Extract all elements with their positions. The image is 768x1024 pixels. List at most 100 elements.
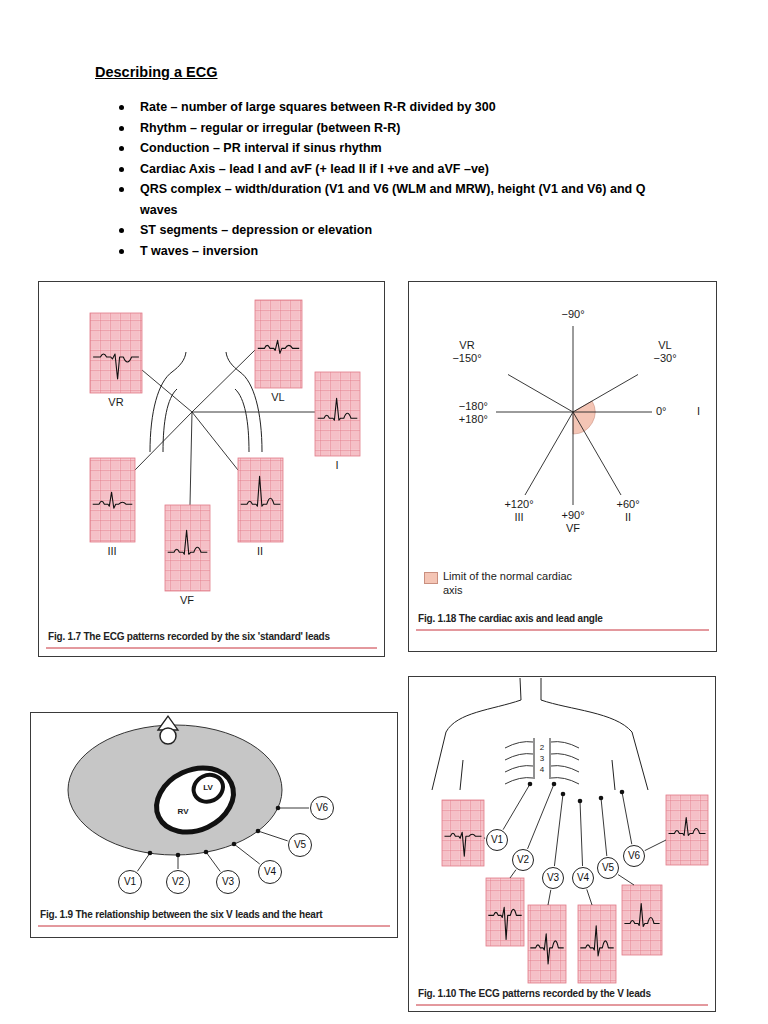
torso-outline [432, 700, 521, 790]
bullet-text: ST segments – depression or elevation [140, 223, 372, 237]
lead-name: V1 [124, 877, 136, 887]
figure-caption: Fig. 1.18 The cardiac axis and lead angl… [418, 613, 603, 626]
ecg-strip [90, 313, 142, 393]
caption-rule [46, 648, 377, 649]
ecg-strip [90, 458, 135, 542]
lead-name: II [625, 511, 631, 524]
bullet-item: Conduction – PR interval if sinus rhythm [115, 138, 685, 159]
angle-label: −150° [452, 352, 481, 365]
bullet-dot [119, 249, 124, 254]
electrode-dot [528, 782, 533, 787]
ecg-trace [168, 530, 208, 554]
lead-circle: V1 [118, 870, 142, 894]
axis-ray [525, 412, 573, 495]
figure-caption: Fig. 1.9 The relationship between the si… [40, 909, 322, 922]
ecg-trace [530, 934, 563, 964]
bullet-dot [119, 105, 124, 110]
lead-name: V3 [222, 877, 234, 887]
axis-ray [508, 375, 573, 413]
electrode-dot [176, 853, 181, 858]
ecg-trace [669, 818, 706, 836]
lead-circle: V3 [542, 867, 564, 889]
lead-circle: V6 [310, 796, 334, 820]
torso-outline [550, 738, 551, 779]
rib-line [505, 766, 533, 772]
lead-circle: V4 [258, 860, 282, 884]
lead-circle: V2 [166, 870, 190, 894]
lead-name: VF [180, 594, 194, 607]
rib-line [551, 754, 579, 760]
lead-name: V4 [264, 867, 276, 877]
ecg-strip [622, 885, 662, 955]
lead-direction-line [190, 412, 192, 505]
lead-circle: V1 [486, 829, 508, 851]
bullet-text: T waves – inversion [140, 244, 258, 258]
page-title: Describing a ECG [95, 64, 217, 80]
electrode-dot [148, 851, 153, 856]
caption-rule [416, 630, 709, 631]
strip-pointer-line [645, 840, 666, 851]
ecg-trace [258, 340, 299, 353]
ecg-strip [666, 795, 708, 865]
figure-caption: Fig. 1.7 The ECG patterns recorded by th… [48, 631, 330, 644]
torso-outline [541, 700, 648, 790]
lead-direction-line [192, 412, 315, 413]
angle-label: −180° [459, 400, 488, 413]
electrode-dot [256, 829, 261, 834]
bullet-item: Cardiac Axis – lead I and avF (+ lead II… [115, 159, 685, 180]
rib-line [551, 766, 579, 772]
electrode-dot [578, 799, 583, 804]
strip-pointer-line [587, 889, 592, 905]
lead-direction-line [192, 350, 255, 412]
figure-frame: Fig. 1.18 The cardiac axis and lead angl… [408, 281, 717, 652]
lead-circle: V6 [623, 845, 645, 867]
angle-label: +120° [504, 498, 533, 511]
electrode-dot [552, 782, 557, 787]
bullet-dot [119, 126, 124, 131]
electrode-lead-line [601, 798, 607, 856]
lead-name: V1 [491, 835, 503, 845]
rib-line [551, 742, 579, 748]
angle-label: +180° [459, 413, 488, 426]
lead-name: VL [658, 339, 671, 352]
chamber-label: RV [178, 807, 189, 816]
rib-number: 3 [540, 754, 544, 763]
ecg-trace [318, 398, 358, 420]
lead-name: VR [108, 396, 123, 409]
bullet-item: T waves – inversion [115, 241, 685, 262]
lead-name: V6 [628, 851, 640, 861]
figure-frame: Fig. 1.7 The ECG patterns recorded by th… [38, 281, 385, 657]
ecg-strip [255, 300, 302, 388]
ecg-trace [241, 476, 281, 506]
ecg-trace [580, 926, 613, 956]
electrode-lead-line [258, 831, 288, 841]
ecg-trace [93, 492, 133, 508]
bullet-item: ST segments – depression or elevation [115, 220, 685, 241]
lead-name: VL [271, 391, 284, 404]
lead-name: V5 [294, 840, 306, 850]
electrode-dot [620, 790, 625, 795]
angle-label: −90° [561, 308, 584, 321]
ecg-strip [442, 800, 484, 866]
electrode-lead-line [137, 853, 150, 871]
rib-line [505, 742, 533, 748]
lead-name: V4 [577, 873, 589, 883]
lead-name: V3 [547, 873, 559, 883]
lead-circle: V5 [288, 833, 312, 857]
strip-pointer-line [548, 890, 551, 905]
electrode-dot [276, 806, 281, 811]
axis-ray [496, 412, 573, 413]
bullet-text: Rhythm – regular or irregular (between R… [140, 121, 400, 135]
ecg-strip [486, 878, 524, 946]
electrode-dot [232, 842, 237, 847]
bullet-item: Rhythm – regular or irregular (between R… [115, 118, 685, 139]
lead-name: V2 [172, 877, 184, 887]
bullet-list: Rate – number of large squares between R… [115, 97, 685, 261]
lead-circle: V2 [512, 849, 534, 871]
ecg-trace [624, 904, 659, 927]
body-outline [163, 389, 177, 452]
bullet-text: Cardiac Axis – lead I and avF (+ lead II… [140, 162, 489, 176]
lead-direction-line [192, 412, 238, 470]
lead-name: I [335, 459, 338, 472]
electrode-lead-line [554, 794, 563, 866]
